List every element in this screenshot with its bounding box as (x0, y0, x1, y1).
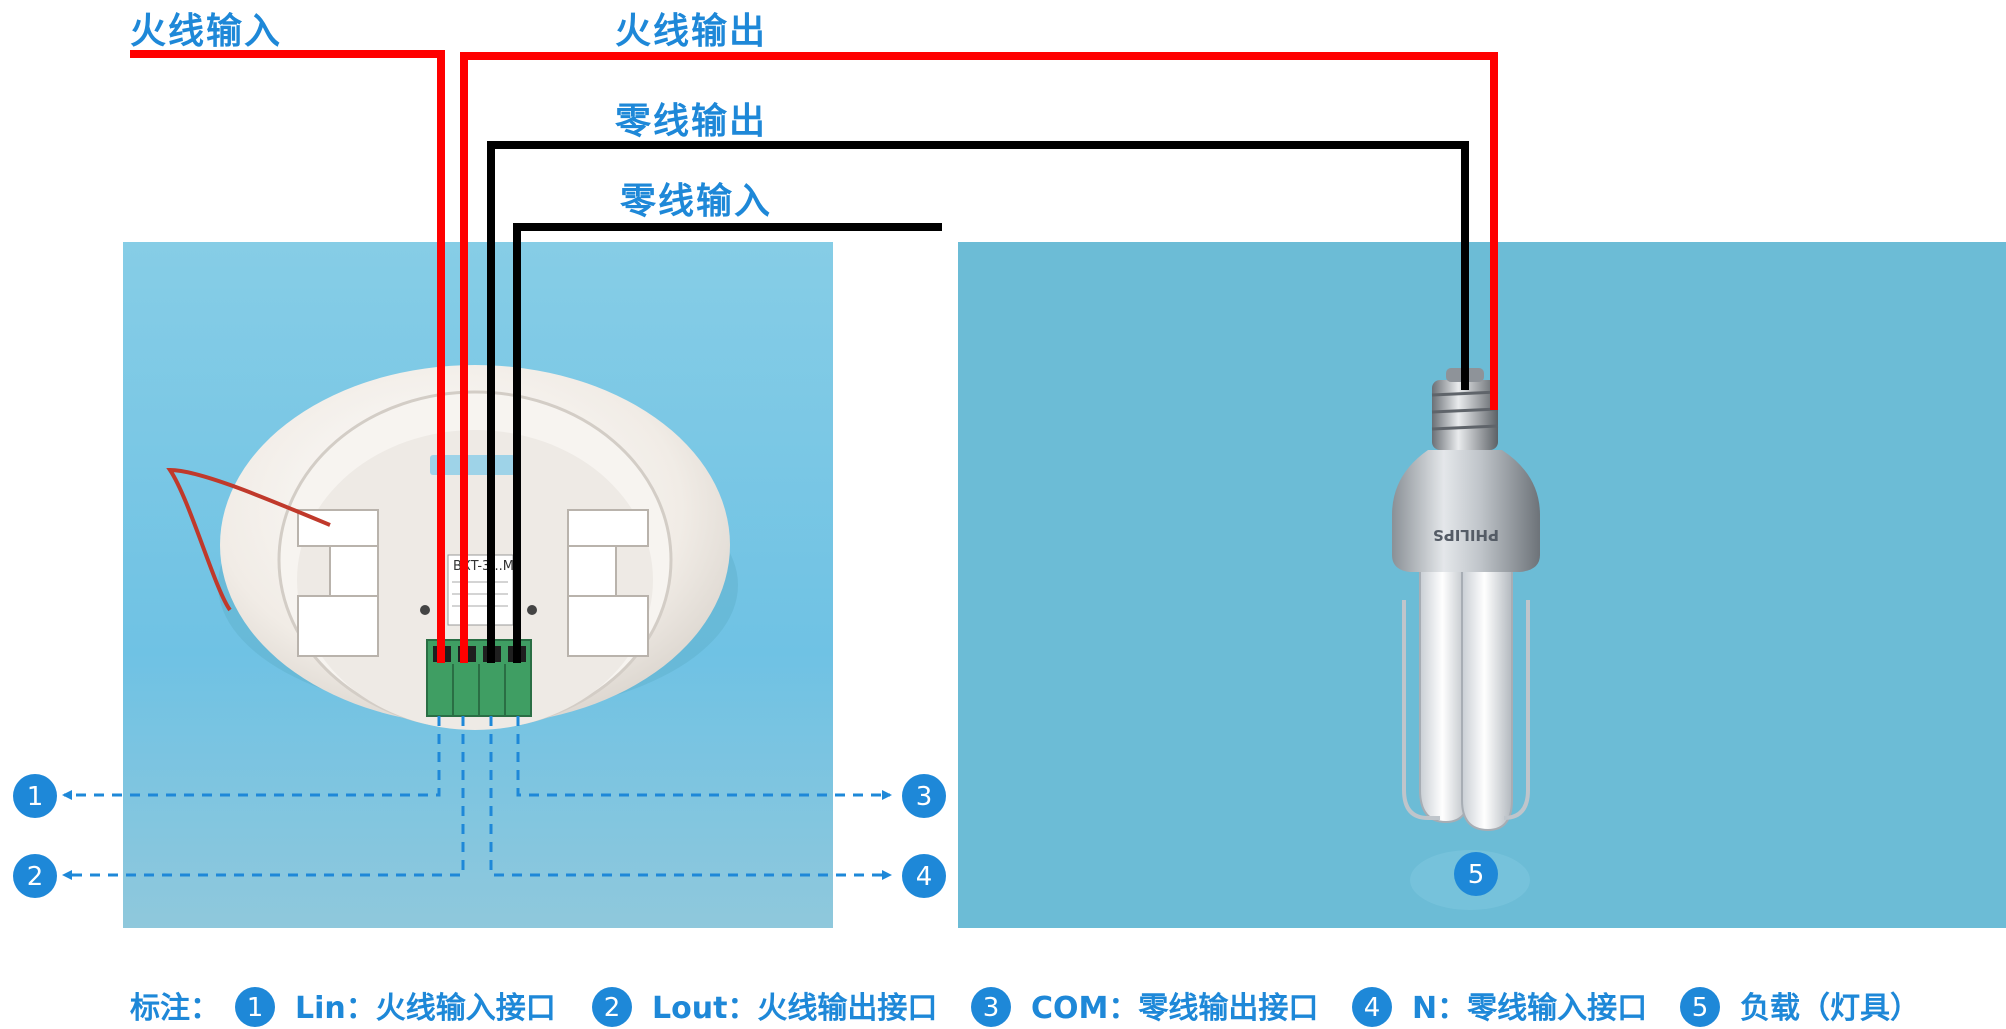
badge-4: 4 (902, 854, 946, 898)
legend-prefix: 标注： (130, 991, 220, 1026)
legend-item-2-text: Lout：火线输出接口 (652, 991, 937, 1026)
legend-item-3-text: COM：零线输出接口 (1031, 991, 1318, 1026)
label-neutral-output: 零线输出 (615, 101, 767, 142)
legend-item-2-number: 2 (604, 993, 621, 1023)
badge-5-number: 5 (1468, 860, 1485, 890)
wire-neutral-input (513, 223, 942, 663)
sensor-pigtail-wire (166, 467, 331, 612)
label-neutral-input: 零线输入 (620, 181, 772, 222)
right-spring-clip (567, 509, 649, 657)
legend-item-4-number: 4 (1364, 993, 1381, 1023)
bulb-screw-base (1431, 368, 1499, 450)
legend-item-5-number: 5 (1692, 993, 1709, 1023)
badge-5: 5 (1454, 852, 1498, 896)
label-live-output: 火线输出 (615, 11, 767, 52)
callout-line-1 (62, 716, 441, 800)
wire-neutral-output (487, 141, 1469, 663)
legend-item-5-text: 负载（灯具） (1740, 991, 1920, 1026)
legend-item-1-text: Lin：火线输入接口 (295, 991, 556, 1026)
badge-1-number: 1 (27, 782, 44, 812)
bulb-housing (1392, 450, 1540, 572)
sensor-device: BXT-3...M (166, 365, 738, 730)
badge-2-number: 2 (27, 862, 44, 892)
badge-3: 3 (902, 774, 946, 818)
badge-2: 2 (13, 854, 57, 898)
callout-line-3 (516, 716, 892, 800)
model-text: BXT-3...M (453, 559, 514, 574)
left-spring-clip (297, 509, 379, 657)
wire-live-output (460, 52, 1498, 663)
cfl-bulb: PHILIPS (1392, 368, 1540, 910)
badge-4-number: 4 (916, 862, 933, 892)
callout-lines (62, 716, 892, 880)
legend-item-1-number: 1 (247, 993, 264, 1023)
badge-3-number: 3 (916, 782, 933, 812)
legend-item-4-text: N：零线输入接口 (1412, 991, 1647, 1026)
bulb-brand: PHILIPS (1433, 526, 1499, 544)
legend: 标注： 1 Lin：火线输入接口 2 Lout：火线输出接口 3 COM：零线输… (130, 987, 1920, 1027)
model-label (447, 554, 514, 626)
wire-live-input (130, 50, 445, 663)
wires (130, 50, 1498, 663)
legend-item-3-number: 3 (983, 993, 1000, 1023)
badge-1: 1 (13, 774, 57, 818)
label-live-input: 火线输入 (130, 11, 282, 52)
bulb-tubes (1402, 572, 1530, 832)
